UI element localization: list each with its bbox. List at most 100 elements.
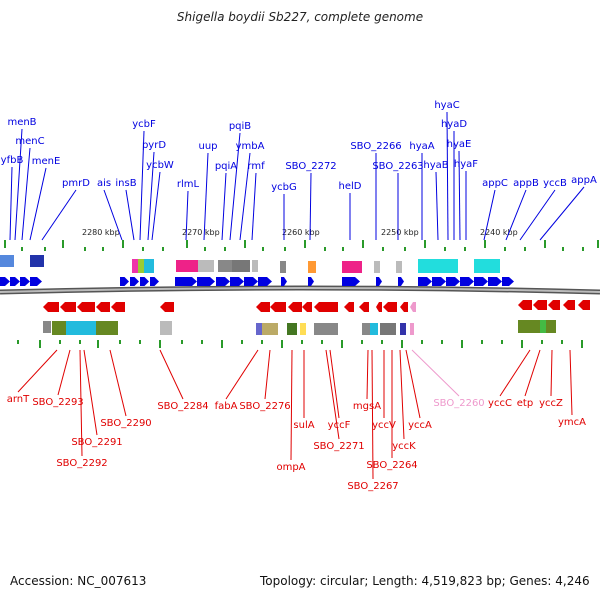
gene-callout-line-sbo-2284	[159, 349, 184, 400]
gene-label-pyrd: pyrD	[142, 140, 166, 151]
gene-label-ymba: ymbA	[236, 141, 265, 152]
scale-tick-top	[244, 240, 246, 248]
gene-label-ycbg: ycbG	[271, 182, 297, 193]
scale-tick-top	[504, 247, 506, 251]
scale-tick-bottom	[521, 340, 523, 348]
reverse-gene-arrow	[383, 302, 397, 312]
reverse-gene-arrow	[160, 302, 174, 312]
gene-callout-line-pqib	[229, 132, 241, 241]
gene-callout-line-ymba	[239, 152, 251, 241]
reverse-gene-arrow	[111, 302, 125, 312]
scale-tick-top	[404, 247, 406, 251]
annotation-block-top	[396, 261, 402, 273]
annotation-block-bottom	[362, 323, 370, 335]
scale-tick-top	[142, 247, 144, 251]
annotation-block-top	[30, 255, 44, 267]
gene-label-held: helD	[339, 181, 362, 192]
gene-label-sbo-2271: SBO_2271	[313, 441, 364, 452]
gene-callout-line-etp	[524, 349, 541, 397]
reverse-gene-arrow	[400, 302, 408, 312]
gene-callout-line-sbo-2290	[109, 349, 127, 417]
gene-label-pqib: pqiB	[229, 121, 251, 132]
reverse-gene-arrow	[410, 302, 416, 312]
scale-label: 2260 kbp	[282, 228, 320, 237]
scale-tick-bottom	[501, 340, 503, 344]
gene-callout-line-faba	[225, 349, 259, 400]
annotation-block-bottom	[287, 323, 297, 335]
gene-label-hyaa: hyaA	[409, 141, 434, 152]
gene-label-sbo-2272: SBO_2272	[285, 161, 336, 172]
reverse-gene-arrow	[77, 302, 95, 312]
accession-label: Accession: NC_007613	[10, 574, 147, 588]
annotation-block-bottom	[380, 323, 396, 335]
scale-tick-top	[444, 247, 446, 251]
gene-callout-line-yfbb	[9, 166, 13, 241]
forward-gene-arrow	[342, 277, 360, 286]
reverse-gene-arrow	[563, 300, 575, 310]
annotation-block-bottom	[540, 320, 546, 333]
gene-callout-line-yccc	[499, 349, 531, 397]
gene-callout-line-ais	[103, 189, 123, 241]
gene-label-appa: appA	[571, 175, 597, 186]
annotation-block-top	[308, 261, 316, 273]
scale-tick-bottom	[561, 340, 563, 344]
annotation-block-bottom	[410, 323, 414, 335]
gene-label-insb: insB	[115, 178, 136, 189]
gene-callout-line-sbo-2267	[371, 349, 374, 480]
reverse-gene-arrow	[533, 300, 547, 310]
scale-tick-bottom	[79, 340, 81, 344]
scale-tick-bottom	[181, 340, 183, 344]
annotation-block-top	[252, 260, 258, 272]
gene-label-sbo-2276: SBO_2276	[239, 401, 290, 412]
gene-callout-line-ycbf	[139, 130, 145, 241]
gene-callout-line-yccf	[329, 349, 340, 419]
reverse-gene-arrow	[288, 302, 302, 312]
gene-label-appc: appC	[482, 178, 508, 189]
annotation-block-top	[474, 259, 500, 273]
scale-tick-bottom	[481, 340, 483, 344]
annotation-block-top	[132, 259, 138, 273]
gene-label-hyaf: hyaF	[454, 159, 478, 170]
scale-tick-bottom	[221, 340, 223, 348]
forward-gene-arrow	[474, 277, 488, 286]
annotation-block-top	[14, 255, 30, 267]
scale-tick-bottom	[139, 340, 141, 344]
gene-callout-line-menc	[21, 147, 31, 241]
gene-callout-line-sbo-2276	[264, 349, 271, 400]
annotation-block-bottom	[43, 321, 51, 333]
page-title: Shigella boydii Sb227, complete genome	[176, 10, 424, 24]
gene-callout-line-menb	[14, 128, 23, 241]
genome-backbone-highlight	[0, 287, 600, 293]
annotation-block-bottom	[546, 320, 556, 333]
gene-label-yccc: yccC	[488, 398, 512, 409]
reverse-gene-arrow	[376, 302, 382, 312]
scale-tick-top	[424, 240, 426, 248]
gene-callout-line-sbo-2260	[411, 349, 460, 397]
gene-callout-line-sbo-2293	[57, 349, 71, 396]
gene-label-sbo-2291: SBO_2291	[71, 437, 122, 448]
reverse-gene-arrow	[60, 302, 76, 312]
scale-tick-top	[362, 240, 364, 248]
forward-gene-arrow	[230, 277, 244, 286]
scale-tick-top	[4, 240, 6, 248]
scale-tick-top	[262, 247, 264, 251]
gene-callout-line-ycck	[399, 349, 405, 440]
gene-label-ycbw: ycbW	[146, 160, 174, 171]
annotation-block-top	[144, 259, 154, 273]
annotation-block-bottom	[518, 320, 540, 333]
gene-callout-line-mgsa	[366, 349, 369, 400]
gene-label-arnt: arnT	[7, 394, 30, 405]
gene-label-ycck: yccK	[392, 441, 416, 452]
gene-callout-line-sbo-2291	[83, 349, 98, 436]
scale-tick-top	[562, 247, 564, 251]
scale-tick-bottom	[39, 340, 41, 348]
scale-label: 2240 kbp	[480, 228, 518, 237]
scale-label: 2280 kbp	[82, 228, 120, 237]
gene-callout-line-sbo-2272	[309, 172, 312, 241]
reverse-gene-arrow	[96, 302, 110, 312]
scale-tick-top	[597, 240, 599, 248]
forward-gene-arrow	[460, 277, 474, 286]
gene-label-yccf: yccF	[328, 420, 351, 431]
gene-callout-line-pqia	[221, 172, 227, 241]
